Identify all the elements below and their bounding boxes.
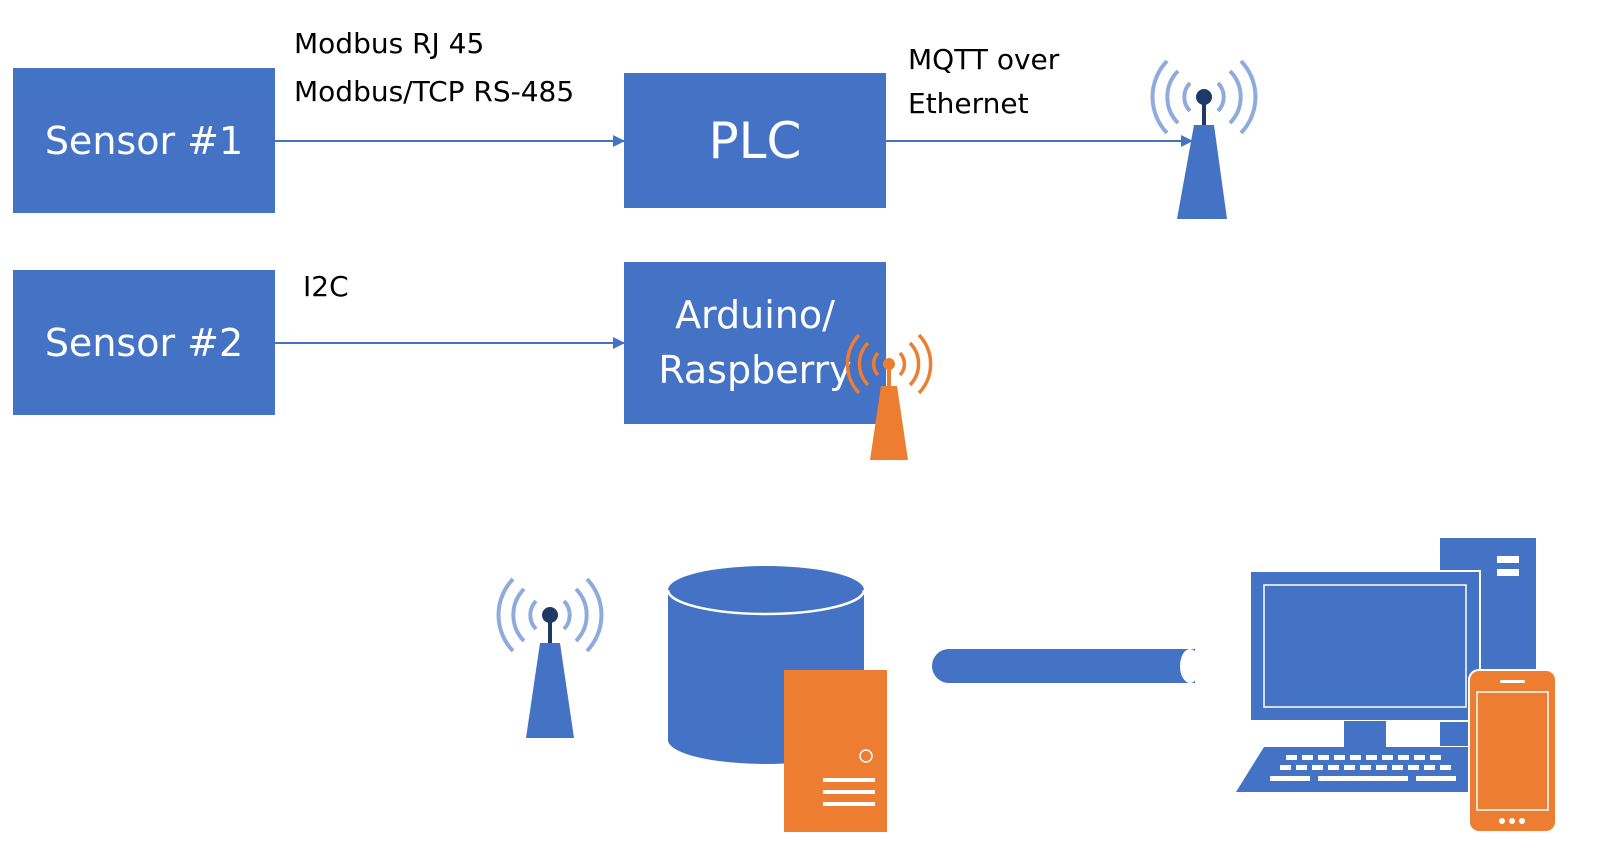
desktop-computer-icon <box>1236 538 1536 792</box>
arduino-raspberry-node: Arduino/ Raspberry <box>624 262 886 424</box>
sensor-2-label: Sensor #2 <box>44 320 244 365</box>
wireless-antenna-icon <box>496 577 604 738</box>
smartphone-icon <box>1468 669 1557 833</box>
edge-label-modbus-tcp: Modbus/TCP RS-485 <box>294 75 575 108</box>
arduino-raspberry-label: Arduino/ Raspberry <box>658 292 852 392</box>
edge-label-ethernet: Ethernet <box>908 87 1029 120</box>
edge-label-i2c: I2C <box>303 270 349 303</box>
edge-label-modbus-rj45: Modbus RJ 45 <box>294 27 485 60</box>
database-cylinder-icon <box>666 566 866 764</box>
wireless-antenna-icon <box>1150 59 1258 219</box>
cloud-pipe-icon <box>932 649 1200 683</box>
sensor-1-node: Sensor #1 <box>13 68 275 213</box>
sensor-1-label: Sensor #1 <box>44 118 244 163</box>
server-tower-icon <box>784 670 887 832</box>
sensor-2-node: Sensor #2 <box>13 270 275 415</box>
plc-label: PLC <box>708 111 802 170</box>
edge-label-mqtt-over: MQTT over <box>908 43 1060 76</box>
plc-node: PLC <box>624 73 886 208</box>
